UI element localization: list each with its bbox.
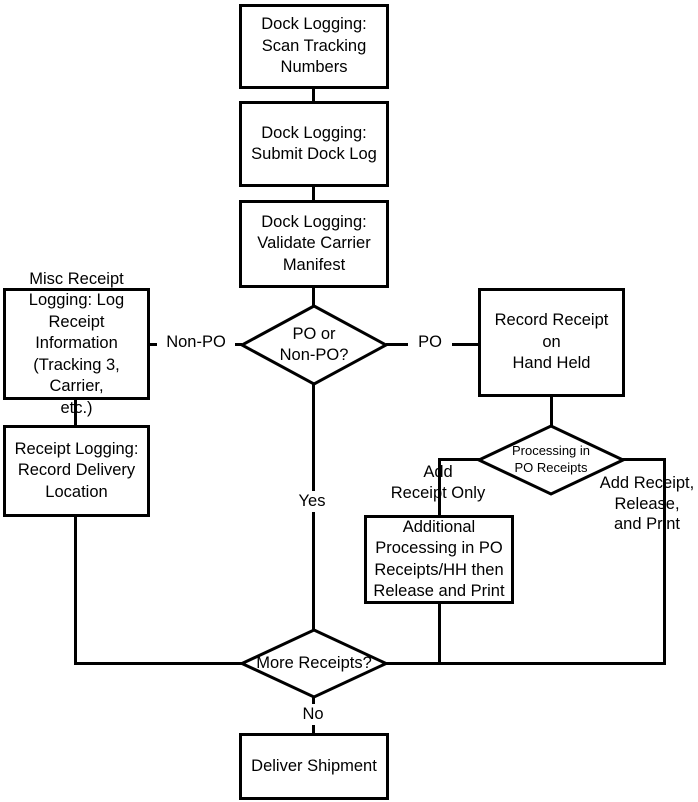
diamond-shape xyxy=(240,628,388,699)
connector-processing-left-branch xyxy=(438,458,480,461)
connector-add-receipt-only-down xyxy=(438,458,441,517)
connector-processing-right-branch xyxy=(622,458,666,461)
edge-label-po: PO xyxy=(408,332,452,353)
node-label: Misc Receipt Logging: Log Receipt Inform… xyxy=(28,269,125,417)
node-label: Dock Logging: Submit Dock Log xyxy=(251,123,377,163)
edge-label-yes: Yes xyxy=(286,491,338,512)
edge-label-non-po: Non-PO xyxy=(157,332,235,353)
edge-label-add-receipt-release-print: Add Receipt, Release, and Print xyxy=(599,474,695,534)
node-label: Deliver Shipment xyxy=(251,756,377,775)
node-record-receipt-hand-held[interactable]: Record Receipt on Hand Held xyxy=(478,288,625,397)
node-scan-tracking-numbers[interactable]: Dock Logging: Scan Tracking Numbers xyxy=(239,4,389,89)
diamond-shape xyxy=(477,424,625,496)
node-additional-processing-po-receipts[interactable]: Additional Processing in PO Receipts/HH … xyxy=(364,515,514,604)
connector-record-receipt-to-processing xyxy=(550,395,553,427)
node-label: Record Receipt on Hand Held xyxy=(494,311,609,373)
node-processing-in-po-receipts-decision[interactable]: Processing in PO Receipts xyxy=(477,424,625,496)
connector-scan-to-submit xyxy=(312,86,315,103)
connector-validate-to-decision xyxy=(312,286,315,307)
node-submit-dock-log[interactable]: Dock Logging: Submit Dock Log xyxy=(239,101,389,187)
node-misc-receipt-logging[interactable]: Misc Receipt Logging: Log Receipt Inform… xyxy=(3,270,150,417)
node-receipt-logging-record-delivery[interactable]: Receipt Logging: Record Delivery Locatio… xyxy=(3,425,150,517)
node-label: PO or Non-PO? xyxy=(279,324,349,364)
node-label: Receipt Logging: Record Delivery Locatio… xyxy=(14,439,139,501)
connector-submit-to-validate xyxy=(312,185,315,202)
connector-misc-to-receipt-logging xyxy=(74,398,77,427)
node-deliver-shipment[interactable]: Deliver Shipment xyxy=(239,733,389,800)
node-label: Dock Logging: Scan Tracking Numbers xyxy=(261,15,367,77)
edge-label-add-receipt-only: Add Receipt Only xyxy=(390,463,486,502)
node-label: Processing in PO Receipts xyxy=(511,443,591,475)
node-validate-carrier-manifest[interactable]: Dock Logging: Validate Carrier Manifest xyxy=(239,200,389,288)
connector-release-print-to-more-receipts xyxy=(386,662,666,665)
node-label: Dock Logging: Validate Carrier Manifest xyxy=(257,212,371,274)
node-label: Additional Processing in PO Receipts/HH … xyxy=(373,517,505,600)
connector-add-receipt-release-down xyxy=(663,458,666,664)
connector-additional-processing-down xyxy=(438,602,441,664)
diamond-shape xyxy=(240,304,388,386)
connector-receipt-logging-down xyxy=(74,515,77,665)
node-label: More Receipts? xyxy=(256,653,372,672)
edge-label-no: No xyxy=(294,704,332,725)
node-po-or-non-po-decision[interactable]: PO or Non-PO? xyxy=(240,304,388,386)
node-more-receipts-decision[interactable]: More Receipts? xyxy=(240,628,388,699)
connector-receipt-logging-to-more-receipts xyxy=(74,662,244,665)
